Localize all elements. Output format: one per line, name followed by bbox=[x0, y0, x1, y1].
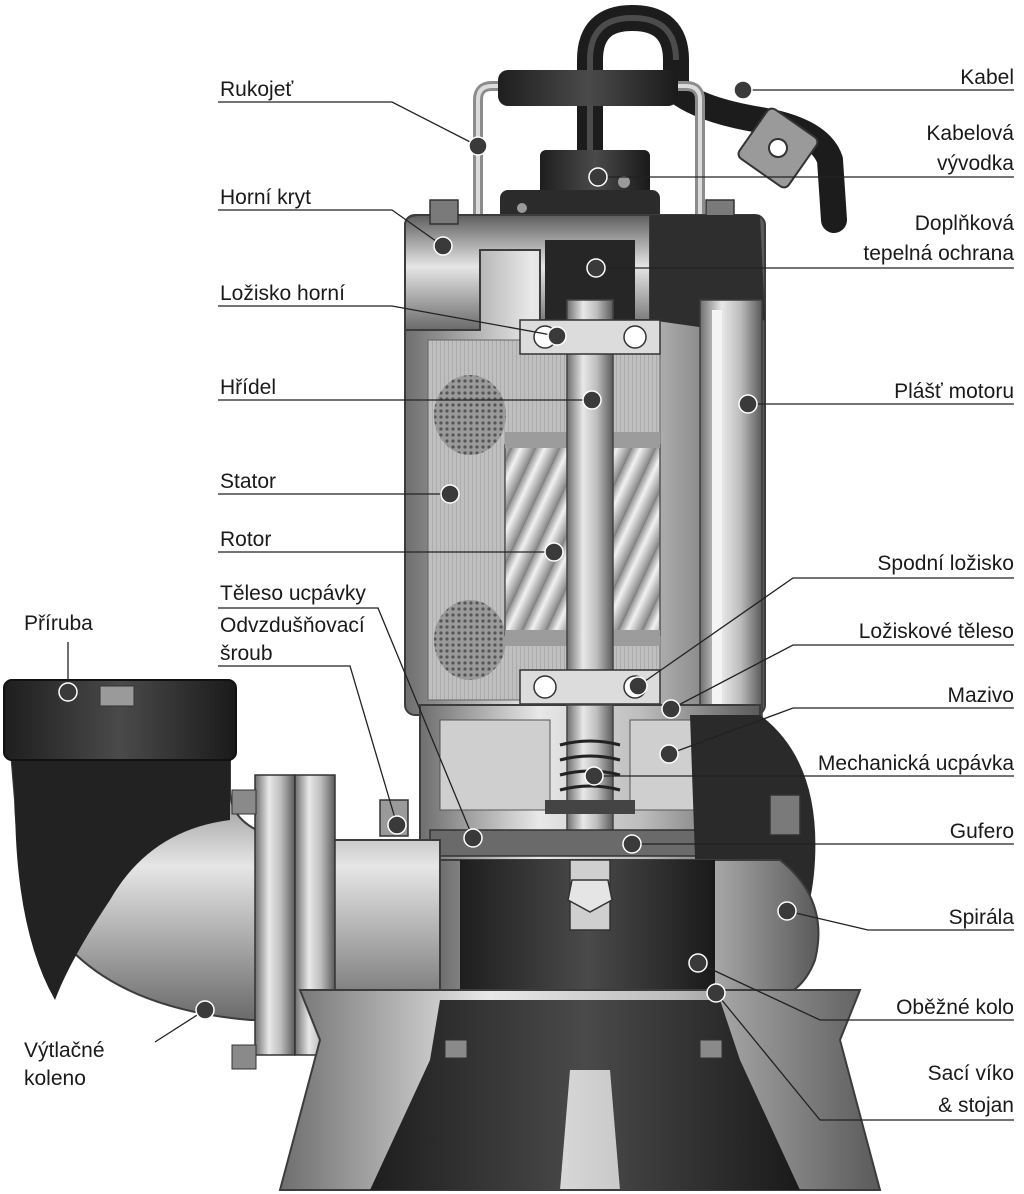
label-kabel: Kabel bbox=[960, 66, 1014, 89]
labels-right: Kabel Kabelová vývodka Doplňková tepelná… bbox=[818, 66, 1014, 1117]
label-lozisko-horni: Ložisko horní bbox=[220, 282, 345, 305]
handle-shape bbox=[473, 70, 705, 225]
label-kabelova-line2: vývodka bbox=[937, 152, 1014, 175]
discharge-elbow-shape bbox=[3, 679, 441, 1070]
pump-illustration bbox=[3, 5, 882, 1191]
leader-lines bbox=[67, 89, 1014, 1121]
label-priruba: Příruba bbox=[24, 612, 93, 635]
label-saci-line2: & stojan bbox=[938, 1094, 1014, 1117]
label-odvzdusnovaci-line1: Odvzdušňovací bbox=[220, 614, 365, 637]
suction-cover-stand-shape bbox=[278, 989, 882, 1191]
label-gufero: Gufero bbox=[950, 820, 1014, 843]
label-mazivo: Mazivo bbox=[947, 684, 1014, 707]
upper-bearing-shape bbox=[519, 319, 661, 355]
label-loziskove-teleso: Ložiskové těleso bbox=[859, 620, 1014, 643]
label-teleso-ucpavky: Těleso ucpávky bbox=[220, 582, 366, 605]
label-saci-line1: Sací víko bbox=[928, 1062, 1014, 1085]
label-stator: Stator bbox=[220, 470, 276, 493]
label-doplnkova-line1: Doplňková bbox=[915, 212, 1015, 235]
label-kabelova-line1: Kabelová bbox=[926, 122, 1014, 145]
labels-left: Rukojeť Horní kryt Ložisko horní Hřídel … bbox=[24, 78, 366, 1090]
label-horni-kryt: Horní kryt bbox=[220, 186, 311, 209]
mechanical-seal-shape bbox=[559, 739, 621, 792]
label-rukojet: Rukojeť bbox=[220, 78, 294, 101]
label-vytlacne-line2: koleno bbox=[24, 1067, 86, 1090]
label-odvzdusnovaci-line2: šroub bbox=[220, 642, 273, 665]
label-spodni-lozisko: Spodní ložisko bbox=[877, 552, 1014, 575]
label-mechanicka-ucpavka: Mechanická ucpávka bbox=[818, 752, 1014, 775]
label-plast-motoru: Plášť motoru bbox=[894, 380, 1014, 403]
label-hridel: Hřídel bbox=[220, 376, 276, 399]
marker-dots bbox=[58, 80, 797, 1020]
label-obezne-kolo: Oběžné kolo bbox=[896, 996, 1014, 1019]
label-doplnkova-line2: tepelná ochrana bbox=[863, 242, 1014, 265]
label-vytlacne-line1: Výtlačné bbox=[24, 1039, 105, 1062]
label-rotor: Rotor bbox=[220, 528, 271, 551]
cable-gland-shape bbox=[500, 107, 819, 230]
motor-shell-tube bbox=[699, 299, 763, 721]
label-spirala: Spirála bbox=[949, 906, 1015, 929]
